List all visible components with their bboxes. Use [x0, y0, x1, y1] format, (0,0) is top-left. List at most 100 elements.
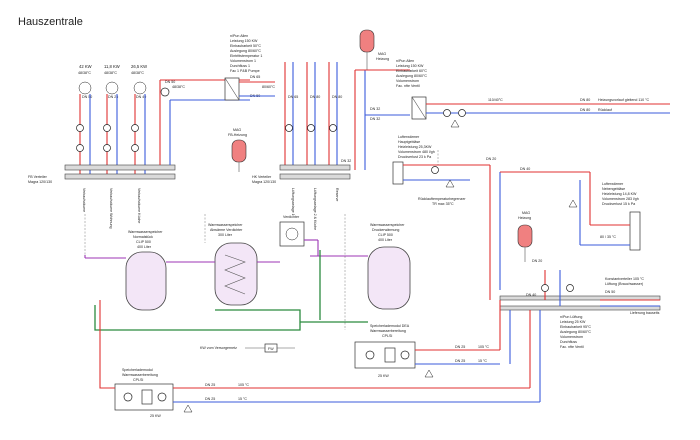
fb-temp-2: 48/38°C	[104, 71, 117, 75]
dn-label: DN 25	[205, 383, 215, 387]
svg-text:Speicherlademodul DEA: Speicherlademodul DEA	[370, 324, 410, 328]
dn-label: DN 25	[455, 345, 465, 349]
hk-distributor-bar-return	[279, 173, 351, 180]
mag-heizung-sub: Heizung	[376, 57, 389, 61]
pump-icon	[400, 350, 410, 360]
main-rl-dn: DN 80	[580, 108, 590, 112]
thermometer-icon	[133, 81, 147, 95]
pump-icon	[285, 124, 293, 132]
pump-icon	[131, 144, 139, 152]
fb-distributor-bar	[64, 164, 176, 171]
limiter-sub: TR max 35°C	[432, 202, 454, 206]
svg-text:Warmwasserspeicher: Warmwasserspeicher	[128, 230, 163, 234]
svg-text:Volumenstrom: Volumenstrom	[560, 335, 583, 339]
pump-icon	[76, 124, 84, 132]
dn-label: DN 32	[341, 159, 351, 163]
svg-text:400 Liter: 400 Liter	[378, 238, 393, 242]
pump-icon	[566, 284, 574, 292]
hk-circuits: DN 65 DN 80 DN 80	[284, 62, 342, 170]
fb-circuit-2: 11,8 KW 48/38°C DN 25	[103, 64, 120, 175]
main-vl-dn: DN 80	[580, 98, 590, 102]
svg-text:Hauptgebläse: Hauptgebläse	[398, 140, 420, 144]
svg-text:Eintrittstemperatur 1: Eintrittstemperatur 1	[230, 54, 262, 58]
mixing-valve-icon	[160, 87, 170, 97]
dn-label: DN 25	[455, 359, 465, 363]
storage-tank-body	[214, 242, 258, 306]
fw-label: FW	[268, 347, 274, 351]
thermometer-icon	[105, 81, 119, 95]
svg-text:n/Pun Allen: n/Pun Allen	[396, 59, 414, 63]
warning-icon	[445, 179, 455, 188]
svg-text:Einbaubarkeit 95°C: Einbaubarkeit 95°C	[560, 325, 591, 329]
svg-text:Einbaubarkeit 60°C: Einbaubarkeit 60°C	[396, 69, 427, 73]
svg-text:CPLSI: CPLSI	[133, 378, 143, 382]
svg-text:Volumenstrom 480 l/gh: Volumenstrom 480 l/gh	[398, 150, 435, 154]
dn-label: DN 50	[605, 290, 615, 294]
storage-tank-2: Warmwasserspeicher Abwärme Verdichter 30…	[208, 223, 258, 306]
air-heater-2	[629, 211, 641, 251]
svg-text:Heizleistung 14,8 KW: Heizleistung 14,8 KW	[602, 192, 637, 196]
rl-temp-b: 15 °C	[238, 397, 247, 401]
expansion-vessel-heizung-2	[517, 224, 533, 248]
warning-icon	[450, 119, 460, 128]
hk-branch-3: Reserve	[335, 188, 339, 201]
mag-heizung2-sub: Heizung	[518, 216, 531, 220]
fb-dn-1: DN 50	[82, 95, 92, 99]
fb-branch-2: Verkaufsräume Wohnung	[109, 188, 113, 229]
svg-text:Leistung 25 KW: Leistung 25 KW	[560, 320, 586, 324]
pump-icon	[307, 124, 315, 132]
svg-text:Warmwasserspeicher: Warmwasserspeicher	[208, 223, 243, 227]
svg-text:n/Pun Lüftung: n/Pun Lüftung	[560, 315, 582, 319]
svg-text:Warmwasserbereitung: Warmwasserbereitung	[122, 373, 158, 377]
fb-mix-temp: 48/38°C	[172, 85, 185, 89]
compressor-label: Verdichter	[283, 215, 300, 219]
pump-icon	[157, 392, 167, 402]
svg-text:Fac. nfte Ventil: Fac. nfte Ventil	[396, 84, 420, 88]
pump-icon	[123, 392, 133, 402]
dn-label: DN 80	[310, 95, 320, 99]
constant-distributor	[499, 295, 661, 301]
svg-text:Nebengebläse: Nebengebläse	[602, 187, 625, 191]
svg-text:Speicherlademodul: Speicherlademodul	[122, 368, 153, 372]
svg-text:Abwärme Verdichter: Abwärme Verdichter	[210, 228, 243, 232]
small-note: Lieferung bauseits	[630, 311, 660, 315]
warning-icon	[183, 404, 193, 413]
mag-heizung-label: MAG	[378, 52, 386, 56]
constant-distributor-return	[499, 305, 661, 311]
svg-text:Einbaubarkeit 50°C: Einbaubarkeit 50°C	[230, 44, 261, 48]
fb-kw-1: 42 KW	[79, 64, 92, 69]
dn-label: DN 20	[532, 259, 542, 263]
svg-text:Volumenstrom 283 l/gh: Volumenstrom 283 l/gh	[602, 197, 639, 201]
expansion-vessel-heizung	[359, 29, 375, 53]
rl-temp: 15 °C	[478, 359, 487, 363]
mag-fb-sub: FB-Heizung	[228, 133, 247, 137]
main-rl-label: Rücklauf	[598, 108, 612, 112]
svg-text:Leistung 150 KW: Leistung 150 KW	[396, 64, 424, 68]
hk-branch-2: Lüftungsanlage 2 & Küche	[313, 188, 317, 230]
pump-icon	[541, 284, 549, 292]
plate-exchanger	[384, 347, 396, 363]
air-heater-1	[392, 161, 404, 185]
right-spec-block: n/Pun Allen Leistung 150 KW Einbaubarkei…	[396, 59, 427, 88]
main-vl-label: Heizungsvorlauf gleitend 110 °C	[598, 98, 650, 102]
pump-icon	[458, 109, 466, 117]
luefter-1: Lufterwärmer Hauptgebläse Heizleistung 2…	[398, 135, 435, 159]
coil-icon	[224, 254, 246, 295]
charging-module-1: Speicherlademodul DEA Warmwasserbereitun…	[354, 324, 416, 378]
svg-text:Leistung 150 KW: Leistung 150 KW	[230, 39, 258, 43]
heizkreis-temp: 80 / 35 °C	[600, 235, 616, 239]
fb-kw-3: 26,5 KW	[131, 64, 147, 69]
svg-text:CPLSI: CPLSI	[382, 334, 392, 338]
expansion-vessel-fb	[231, 139, 247, 163]
vl-temp-b: 105 °C	[238, 383, 249, 387]
svg-text:Druckverlust 23 k Pa: Druckverlust 23 k Pa	[398, 155, 431, 159]
svg-text:Auslegung 80/60°C: Auslegung 80/60°C	[230, 49, 261, 53]
vorlauf-temp: 110/40°C	[488, 98, 503, 102]
svg-text:400 Liter: 400 Liter	[137, 245, 152, 249]
mag-fb-label: MAG	[233, 128, 241, 132]
fb-dn-2: DN 25	[108, 95, 118, 99]
svg-text:Auslegung 80/60°C: Auslegung 80/60°C	[560, 330, 591, 334]
svg-text:Lufterwärmer: Lufterwärmer	[398, 135, 420, 139]
svg-text:CLIP 500: CLIP 500	[136, 240, 151, 244]
